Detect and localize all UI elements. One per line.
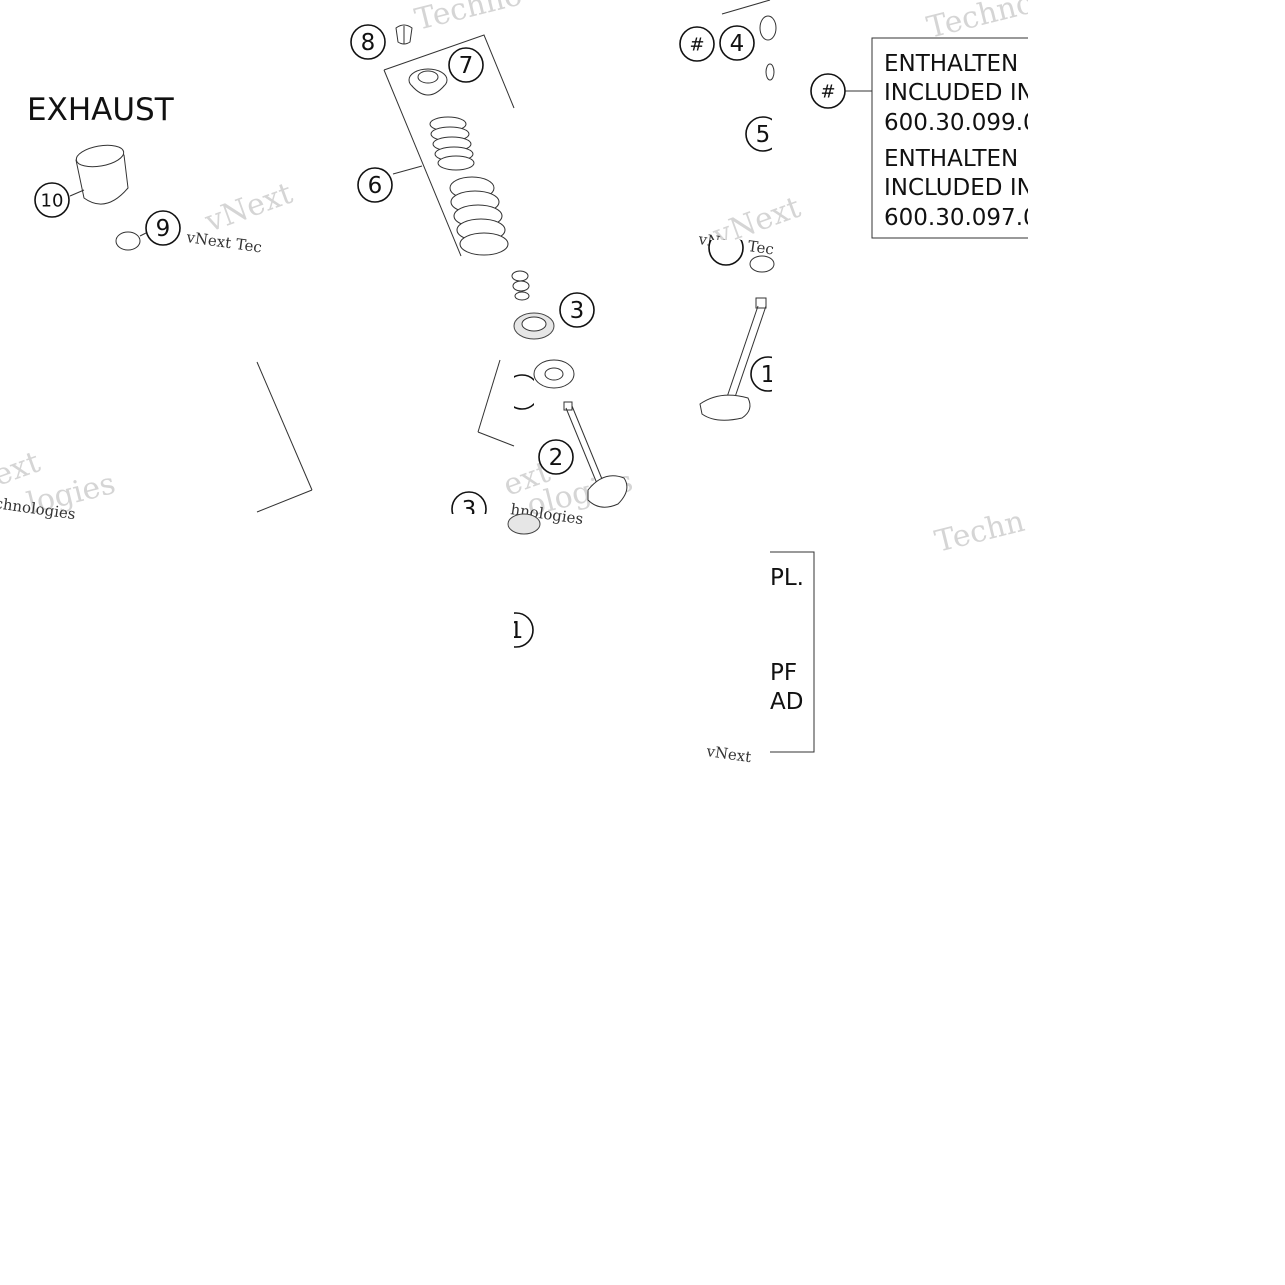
callout-8: 8: [350, 24, 386, 60]
watermark-vnext-bottom: vNext: [704, 742, 752, 766]
watermark-vnext-tec-1: vNext Tec: [184, 228, 263, 257]
section-heading: EXHAUST: [27, 92, 175, 128]
valve-cap-part: [115, 231, 141, 251]
callout-4: 4: [719, 25, 755, 61]
callout-partial-mid: [514, 374, 534, 410]
callout-hash-top: #: [679, 26, 715, 62]
watermark-vnext-left-mid: vNext: [200, 176, 297, 240]
callout-hash-legend: #: [810, 73, 846, 109]
inner-spring-part: [429, 116, 475, 171]
svg-text:7: 7: [459, 53, 474, 79]
exhaust-valve-part: [563, 401, 628, 508]
svg-text:9: 9: [156, 216, 171, 242]
outer-spring-part: [449, 176, 509, 256]
tile-mid-center: [477, 270, 628, 535]
legend-line-2: INCLUDED IN: [884, 80, 1034, 106]
tile-top-center: [383, 24, 515, 257]
tile-bottom-fragment: PL. PF AD: [770, 551, 815, 753]
fragment-pf: PF: [770, 660, 797, 686]
legend-line-5: INCLUDED IN: [884, 175, 1034, 201]
legend-line-6: 600.30.097.0: [884, 205, 1038, 231]
callout-7: 7: [448, 47, 484, 83]
valve-seal-part: [513, 312, 555, 340]
tile-mid-left: [256, 361, 313, 513]
legend-box: ENTHALTEN INCLUDED IN 600.30.099.0 ENTHA…: [845, 37, 1038, 239]
tile-top-left: [69, 144, 149, 251]
svg-text:#: #: [689, 35, 704, 56]
svg-text:4: 4: [730, 31, 745, 57]
watermark-techno-top-right: Techno: [923, 0, 1037, 46]
svg-text:2: 2: [549, 445, 564, 471]
callout-1-right: 1: [750, 356, 776, 392]
fragment-pl: PL.: [770, 565, 804, 591]
svg-text:10: 10: [41, 191, 64, 212]
callout-2: 2: [538, 439, 574, 475]
svg-text:3: 3: [462, 497, 477, 523]
callout-1-bottom: 1: [509, 612, 534, 648]
watermark-techn-mid-right: Techn: [931, 504, 1028, 560]
valve-shim-part: [75, 144, 129, 205]
tile-top-right: [721, 0, 777, 273]
svg-text:1: 1: [761, 362, 776, 388]
callout-5: 5: [745, 116, 772, 152]
legend-line-4: ENTHALTEN: [884, 146, 1018, 172]
watermark-techno-top: Techno: [411, 0, 525, 38]
legend-line-3: 600.30.099.0: [884, 110, 1038, 136]
callout-3-mid: 3: [559, 292, 595, 328]
intake-valve-part: [699, 297, 767, 421]
callout-6: 6: [357, 167, 393, 203]
tile-mid-right: [699, 297, 767, 421]
svg-text:#: #: [820, 82, 835, 103]
svg-text:1: 1: [509, 618, 524, 644]
callout-3-lower: 3: [451, 491, 487, 523]
legend-line-1: ENTHALTEN: [884, 51, 1018, 77]
svg-text:3: 3: [570, 298, 585, 324]
callout-9: 9: [145, 210, 181, 246]
fragment-ad: AD: [770, 689, 803, 715]
valve-keeper-part: [395, 24, 413, 45]
callout-partial-top: [708, 240, 744, 266]
callout-10: 10: [34, 182, 70, 218]
svg-text:8: 8: [361, 30, 376, 56]
svg-text:5: 5: [756, 122, 771, 148]
svg-text:6: 6: [368, 173, 383, 199]
spring-retainer-part: [408, 68, 448, 96]
spring-seat-washer-part: [533, 359, 575, 389]
